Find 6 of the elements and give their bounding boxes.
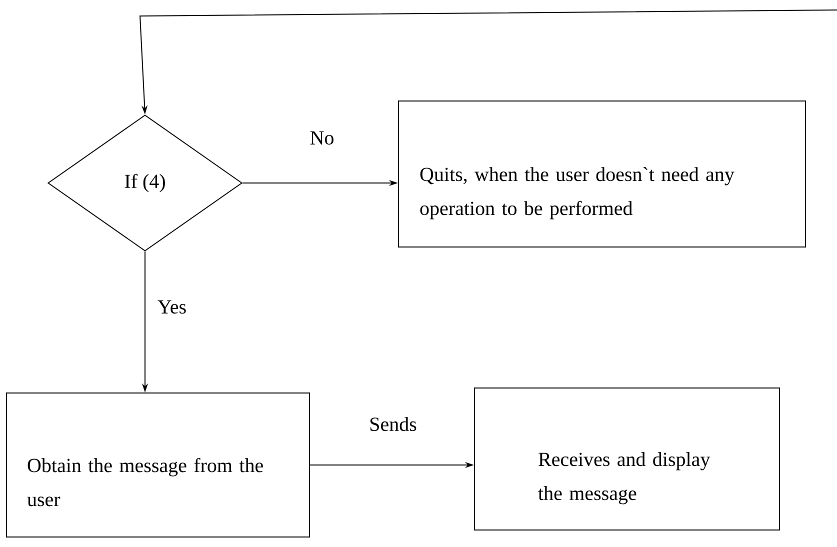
edge-label: No	[308, 129, 336, 147]
process-box: Obtain the message from the user	[6, 392, 310, 538]
process-box: Receives and display the message	[474, 388, 780, 530]
edge-label: Yes	[155, 298, 189, 316]
process-box: Quits, when the user doesn`t need any operation to be performed	[398, 100, 806, 248]
edge-label: Sends	[367, 414, 419, 434]
